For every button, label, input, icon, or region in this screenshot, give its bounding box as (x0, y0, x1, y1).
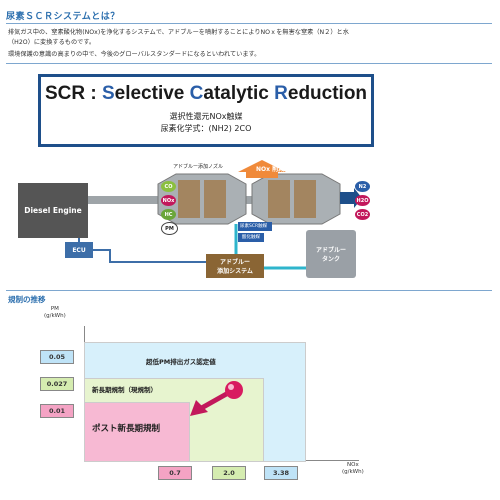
scr-letter-s: S (101, 83, 115, 104)
pm-ball (225, 381, 243, 399)
nox-reduction-label: NOx 削減 (256, 166, 285, 173)
scr-subtitle-2: 尿素化学式：(NH2) 2CO (160, 124, 252, 133)
catalyst-brick-4 (294, 180, 316, 218)
scr-letter-c: C (189, 83, 204, 104)
pm-ball-highlight (228, 384, 234, 390)
page-title: 尿素ＳＣＲシステムとは？ (6, 12, 120, 22)
scr-subtitle-1: 選択性還元NOx触媒 (169, 112, 243, 121)
scr-system-diagram (78, 160, 362, 270)
nox-tick-1: 2.0 (212, 466, 246, 480)
reg-label-1: 新長期規制（現規制） (92, 386, 157, 394)
reg-label-0: 超低PM排出ガス認定値 (146, 358, 216, 366)
catalyst-label-bg-2 (238, 233, 264, 242)
intro-text-3: 環境保護の意識の高まりの中で、今後のグローバルスタンダードになるといわれています… (8, 51, 261, 58)
adblue-tank: アドブルー タンク (306, 230, 356, 278)
gas-n2: N2 (355, 181, 370, 192)
section-divider (6, 290, 492, 291)
scr-letter-r: R (274, 83, 288, 104)
scr-word-r: eduction (287, 83, 368, 104)
catalyst1-label: 尿素SCR触媒 (240, 224, 268, 229)
catalyst2-label: 酸化触媒 (242, 235, 260, 240)
reduction-arrow-shaft (196, 389, 232, 413)
nox-reduction-arrow (238, 160, 286, 178)
catalyst-brick-1 (178, 180, 200, 218)
catalyst-label-bg-1 (238, 222, 272, 231)
dosing-system: アドブルー 添加システム (206, 254, 264, 278)
reduction-indicator (190, 381, 243, 416)
ecu-box: ECU (65, 242, 93, 258)
diesel-engine: Diesel Engine (18, 183, 88, 238)
pm-tick-2: 0.01 (40, 404, 74, 418)
scr-title: SCR : Selective Catalytic Reduction (41, 83, 371, 105)
scr-word-s: elective (114, 83, 190, 104)
gas-h2o: H2O (355, 195, 370, 206)
pm-tick-0: 0.05 (40, 350, 74, 364)
reg-label-2: ポスト新長期規制 (92, 424, 161, 434)
pm-tick-1: 0.027 (40, 377, 74, 391)
gas-co: CO (161, 181, 176, 192)
scr-word-c: atalytic (203, 83, 275, 104)
gas-nox: NOx (161, 195, 176, 206)
intro-divider (6, 63, 492, 64)
regulation-section-title: 規制の推移 (8, 295, 46, 304)
scr-title-prefix: SCR : (44, 83, 102, 104)
catalyst-brick-3 (268, 180, 290, 218)
gas-hc: HC (161, 209, 176, 220)
ecu-dosing-link (93, 249, 206, 263)
reduction-arrowhead (190, 400, 208, 416)
intro-text-1: 排気ガス中の、窒素酸化物(NOx)を浄化するシステムで、アドブルーを噴射すること… (8, 29, 349, 36)
nox-tick-2: 3.38 (264, 466, 298, 480)
reg-area-2 (84, 402, 190, 462)
gas-pm: PM (161, 222, 178, 235)
nox-tick-0: 0.7 (158, 466, 192, 480)
gas-co2: CO2 (355, 209, 370, 220)
title-divider (6, 23, 492, 24)
nozzle-label: アドブルー添加ノズル (173, 164, 224, 170)
nox-axis-label: NOx (g/kWh) (342, 462, 364, 475)
pm-axis-label: PM (g/kWh) (44, 306, 66, 319)
catalyst-brick-2 (204, 180, 226, 218)
scr-title-box: SCR : Selective Catalytic Reduction 選択性還… (38, 74, 374, 147)
intro-text-2: （H2O）に変換するものです。 (8, 39, 96, 46)
